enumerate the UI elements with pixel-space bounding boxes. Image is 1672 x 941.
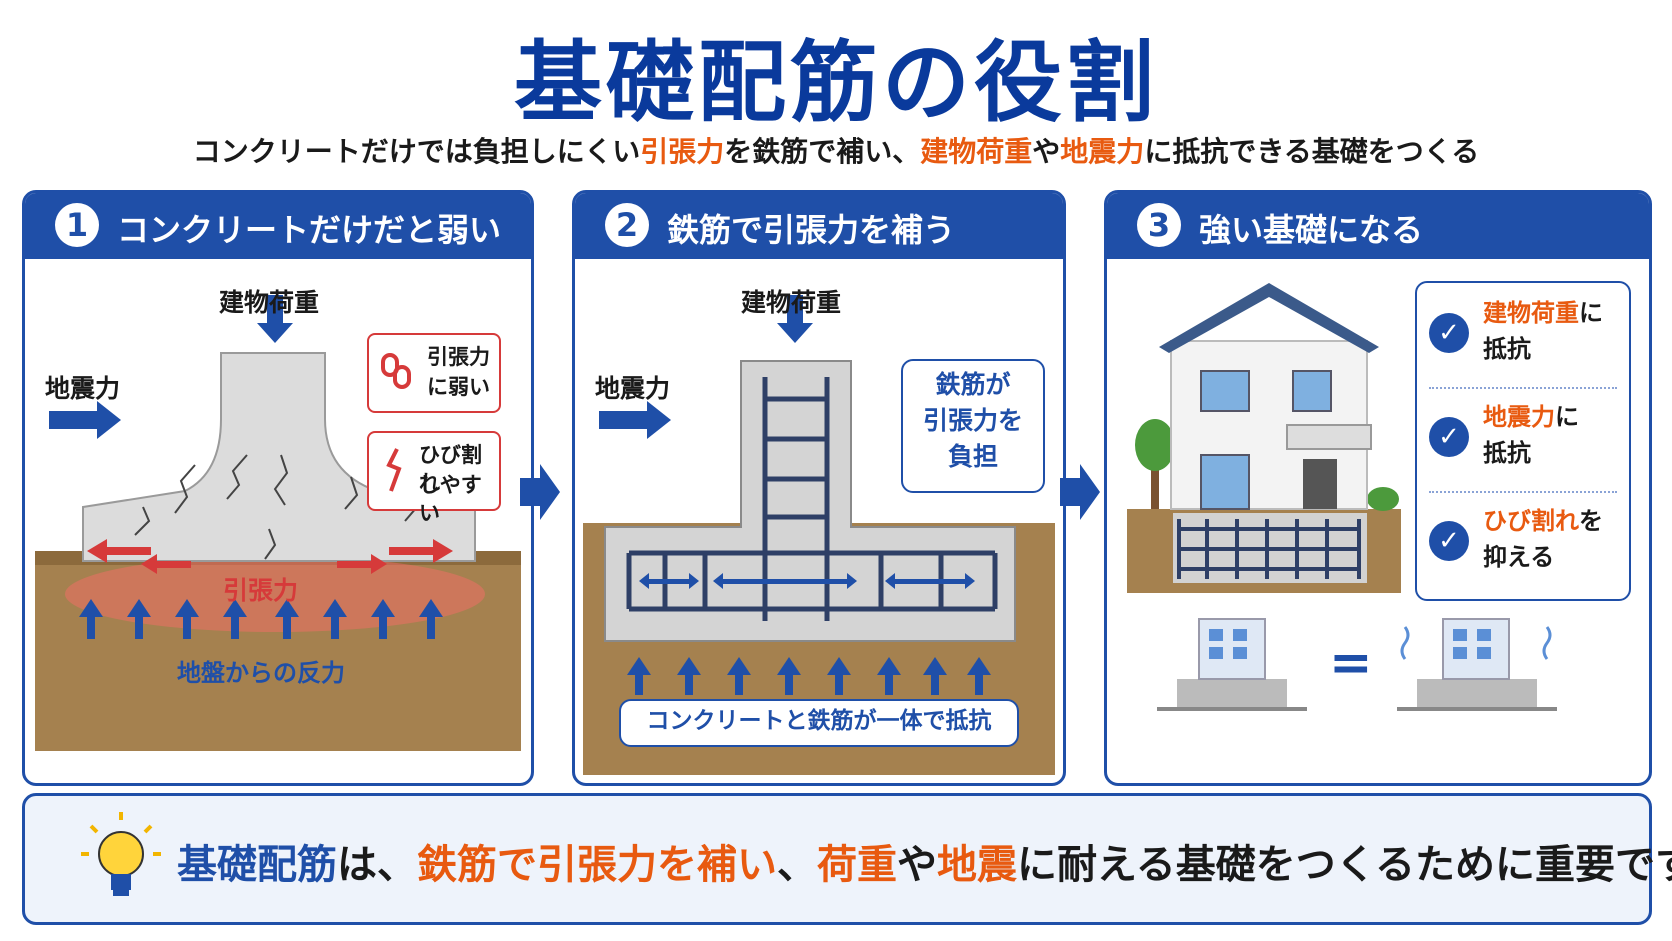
benefits-checklist: ✓ 建物荷重に 抵抗 ✓ 地震力に 抵抗 ✓ ひび割れを 抑える bbox=[1415, 281, 1631, 601]
summary-highlight: 荷重 bbox=[817, 842, 897, 888]
equals-sign: = bbox=[1329, 633, 1373, 693]
rebar-tension-arrows bbox=[639, 573, 975, 589]
arrow-right-icon bbox=[1060, 464, 1100, 520]
ground-reaction-arrows bbox=[79, 599, 443, 639]
subtitle-part: に抵抗できる基礎をつくる bbox=[1144, 135, 1480, 168]
panel-rebar-supplements: 2 鉄筋で引張力を補う bbox=[572, 190, 1066, 786]
divider bbox=[1429, 491, 1617, 493]
seismic-force-label: 地震力 bbox=[595, 374, 671, 403]
callout-line: に弱い bbox=[427, 375, 490, 399]
check-suffix: に bbox=[1555, 403, 1579, 431]
panel-header: 1 コンクリートだけだと弱い bbox=[25, 193, 531, 259]
summary-box: 基礎配筋は、鉄筋で引張力を補い、荷重や地震に耐える基礎をつくるために重要です。 bbox=[22, 793, 1672, 925]
callout-line: ひび割れ bbox=[419, 443, 482, 495]
check-suffix: に bbox=[1579, 299, 1603, 327]
panel-strong-foundation: 3 強い基礎になる bbox=[1104, 190, 1652, 786]
summary-part: に耐える基礎をつくるために重要です。 bbox=[1017, 842, 1672, 888]
subtitle-highlight-tension: 引張力 bbox=[640, 135, 725, 168]
subtitle-part: や bbox=[1032, 135, 1061, 168]
house-icon bbox=[1159, 283, 1379, 510]
check-icon: ✓ bbox=[1429, 521, 1469, 561]
building-load-label: 建物荷重 bbox=[219, 288, 320, 317]
check-line2: 抵抗 bbox=[1483, 335, 1531, 363]
summary-keyword: 基礎配筋 bbox=[177, 842, 337, 888]
subtitle-highlight-seismic: 地震力 bbox=[1060, 135, 1145, 168]
subtitle-part: コンクリートだけでは負担しにくい bbox=[192, 135, 641, 168]
check-highlight: 建物荷重 bbox=[1483, 299, 1579, 327]
panel-title: 強い基礎になる bbox=[1199, 211, 1424, 249]
load-arrow bbox=[267, 295, 283, 325]
check-text: 地震力に 抵抗 bbox=[1483, 399, 1579, 471]
check-line2: 抵抗 bbox=[1483, 439, 1531, 467]
callout-line: 負担 bbox=[947, 442, 998, 471]
summary-part: や bbox=[897, 842, 937, 888]
seismic-arrow bbox=[49, 411, 99, 429]
concrete-footing-illustration bbox=[35, 295, 521, 751]
weak-in-tension-callout: 引張力 に弱い bbox=[367, 333, 501, 413]
summary-highlight: 鉄筋で引張力を補い bbox=[417, 842, 777, 888]
seismic-force-label: 地震力 bbox=[45, 374, 121, 403]
building-icon bbox=[1397, 618, 1557, 711]
summary-text: 基礎配筋は、鉄筋で引張力を補い、荷重や地震に耐える基礎をつくるために重要です。 bbox=[177, 832, 1672, 890]
summary-part: 、 bbox=[777, 842, 817, 888]
tree-icon bbox=[1135, 419, 1175, 471]
building-icon bbox=[1157, 618, 1307, 711]
check-text: 建物荷重に 抵抗 bbox=[1483, 295, 1603, 367]
check-highlight: ひび割れ bbox=[1483, 507, 1579, 535]
step-number: 2 bbox=[605, 203, 649, 247]
callout-line: 鉄筋が bbox=[935, 370, 1011, 399]
check-item: ✓ 地震力に 抵抗 bbox=[1417, 389, 1629, 489]
summary-highlight: 地震 bbox=[937, 842, 1017, 888]
panel-title: コンクリートだけだと弱い bbox=[117, 211, 502, 249]
panel-header: 3 強い基礎になる bbox=[1107, 193, 1649, 259]
integrated-resistance-label: コンクリートと鉄筋が一体で抵抗 bbox=[619, 699, 1019, 747]
building-load-label: 建物荷重 bbox=[741, 288, 842, 317]
subtitle-highlight-load: 建物荷重 bbox=[920, 135, 1033, 168]
check-item: ✓ ひび割れを 抑える bbox=[1417, 493, 1629, 593]
house-on-foundation-illustration bbox=[1127, 283, 1401, 593]
summary-part: は、 bbox=[337, 842, 417, 888]
arrow-right-icon bbox=[520, 464, 560, 520]
panel-title: 鉄筋で引張力を補う bbox=[667, 211, 956, 249]
page-subtitle: コンクリートだけでは負担しにくい引張力を鉄筋で補い、建物荷重や地震力に抵抗できる… bbox=[0, 130, 1672, 170]
check-icon: ✓ bbox=[1429, 417, 1469, 457]
cracks-easily-callout: ひび割れ しやすい bbox=[367, 431, 501, 525]
tension-label: 引張力 bbox=[223, 576, 299, 605]
step-number: 1 bbox=[55, 203, 99, 247]
panel-header: 2 鉄筋で引張力を補う bbox=[575, 193, 1063, 259]
check-line2: 抑える bbox=[1483, 543, 1555, 571]
seismic-arrow bbox=[599, 411, 649, 429]
bulb-icon bbox=[81, 812, 161, 896]
callout-line: しやすい bbox=[419, 473, 482, 525]
check-text: ひび割れを 抑える bbox=[1483, 503, 1603, 575]
load-arrow bbox=[787, 295, 803, 325]
tension-arrows bbox=[87, 539, 453, 574]
check-icon: ✓ bbox=[1429, 313, 1469, 353]
callout-line: 引張力 bbox=[427, 345, 490, 369]
panel-concrete-only: 1 コンクリートだけだと弱い bbox=[22, 190, 534, 786]
check-suffix: を bbox=[1579, 507, 1603, 535]
divider bbox=[1429, 387, 1617, 389]
subtitle-part: を鉄筋で補い、 bbox=[724, 135, 921, 168]
ground-reaction-label: 地盤からの反力 bbox=[177, 659, 345, 687]
check-item: ✓ 建物荷重に 抵抗 bbox=[1417, 285, 1629, 385]
step-number: 3 bbox=[1137, 203, 1181, 247]
crack-icon bbox=[386, 448, 402, 492]
rebar-bears-tension-callout: 鉄筋が 引張力を 負担 bbox=[901, 359, 1045, 493]
callout-line: 引張力を bbox=[922, 406, 1023, 435]
ground-reaction-arrows bbox=[627, 657, 991, 695]
check-highlight: 地震力 bbox=[1483, 403, 1555, 431]
page-title: 基礎配筋の役割 bbox=[513, 31, 1158, 134]
broken-chain-icon bbox=[381, 353, 411, 389]
